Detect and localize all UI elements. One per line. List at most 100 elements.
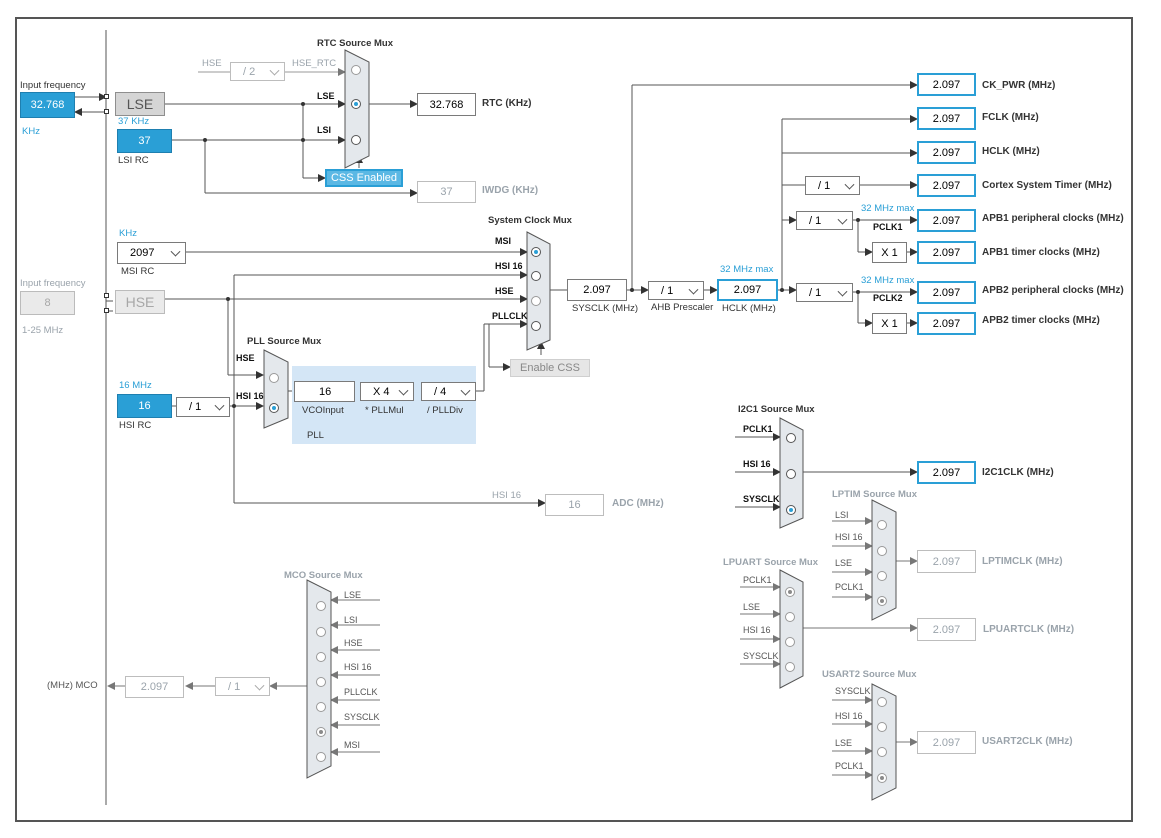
msi-range-select[interactable]: 2097 (117, 242, 186, 264)
pll-mux-title: PLL Source Mux (247, 336, 322, 347)
hse-oscillator: HSE (115, 290, 165, 314)
i2c1-source-sysclk-radio[interactable] (786, 505, 796, 515)
lpuart-source-sysclk-radio[interactable] (785, 662, 795, 672)
pll-vco-input-value: 16 (294, 381, 355, 402)
apb1-peripheral-value[interactable]: 2.097 (917, 209, 976, 232)
apb2-prescaler-select[interactable]: / 1 (796, 283, 853, 302)
rtc-source-hse-radio[interactable] (351, 65, 361, 75)
apb1-prescaler-select[interactable]: / 1 (796, 211, 853, 230)
usart2-source-hsi16-radio[interactable] (877, 722, 887, 732)
fclk-value[interactable]: 2.097 (917, 107, 976, 130)
i2c1-input-pclk1: PCLK1 (743, 424, 773, 434)
sysclk-hsi16-label: HSI 16 (495, 261, 523, 271)
chevron-down-icon (837, 286, 848, 297)
ahb-prescaler-label: AHB Prescaler (651, 302, 714, 313)
enable-css-button[interactable]: Enable CSS (510, 359, 590, 377)
pll-vco-input-label: VCOInput (302, 405, 344, 416)
lpuart-mux-title: LPUART Source Mux (723, 557, 819, 568)
ck-pwr-value[interactable]: 2.097 (917, 73, 976, 96)
mco-source-sysclk-radio[interactable] (316, 727, 326, 737)
rtc-hse-divider-select[interactable]: / 2 (230, 62, 285, 81)
usart2-frequency-value: 2.097 (917, 731, 976, 754)
apb1-timer-value[interactable]: 2.097 (917, 241, 976, 264)
mco-input-hsi16: HSI 16 (344, 662, 372, 672)
mco-divider-select[interactable]: / 1 (215, 677, 270, 696)
rtc-source-lse-radio[interactable] (351, 99, 361, 109)
pll-mul-select[interactable]: X 4 (360, 382, 414, 401)
hsi-divider-value: / 1 (189, 401, 202, 413)
usart2-source-lse-radio[interactable] (877, 747, 887, 757)
lptim-frequency-value: 2.097 (917, 550, 976, 573)
mco-input-hse: HSE (344, 638, 363, 648)
usart2-source-pclk1-radio[interactable] (877, 773, 887, 783)
lptim-source-hsi16-radio[interactable] (877, 546, 887, 556)
pll-source-hse-radio[interactable] (269, 373, 279, 383)
chevron-down-icon (269, 65, 280, 76)
mco-input-lse: LSE (344, 590, 362, 600)
i2c1-frequency-value[interactable]: 2.097 (917, 461, 976, 484)
sysclk-frequency-value: 2.097 (567, 279, 627, 301)
usart2-frequency-label: USART2CLK (MHz) (982, 736, 1073, 747)
mco-source-lse-radio[interactable] (316, 601, 326, 611)
sysclk-mux-title: System Clock Mux (488, 215, 572, 226)
hclk-frequency-input[interactable]: 2.097 (717, 279, 778, 301)
lptim-source-pclk1-radio[interactable] (877, 596, 887, 606)
lpuart-source-hsi16-radio[interactable] (785, 637, 795, 647)
mco-source-msi-radio[interactable] (316, 752, 326, 762)
mco-source-lsi-radio[interactable] (316, 627, 326, 637)
usart2-source-sysclk-radio[interactable] (877, 697, 887, 707)
lse-frequency-input[interactable]: 32.768 (20, 92, 75, 118)
i2c1-source-pclk1-radio[interactable] (786, 433, 796, 443)
cortex-timer-divider-select[interactable]: / 1 (805, 176, 860, 195)
chevron-down-icon (844, 179, 855, 190)
cortex-timer-value[interactable]: 2.097 (917, 174, 976, 197)
usart2-mux-shape (871, 683, 897, 801)
msi-unit-label: KHz (119, 228, 137, 239)
pll-panel (292, 366, 476, 444)
apb2-peripheral-label: APB2 peripheral clocks (MHz) (982, 285, 1124, 296)
hclk-max-label: 32 MHz max (720, 264, 774, 275)
mco-source-pllclk-radio[interactable] (316, 702, 326, 712)
lptim-mux-title: LPTIM Source Mux (832, 489, 917, 500)
lptim-source-lsi-radio[interactable] (877, 520, 887, 530)
mco-source-hse-radio[interactable] (316, 652, 326, 662)
i2c1-source-hsi16-radio[interactable] (786, 469, 796, 479)
hse-frequency-input[interactable]: 8 (20, 291, 75, 315)
pll-source-hsi16-radio[interactable] (269, 403, 279, 413)
hclk-out-value[interactable]: 2.097 (917, 141, 976, 164)
sysclk-source-hsi16-radio[interactable] (531, 271, 541, 281)
hclk-frequency-label: HCLK (MHz) (722, 303, 776, 314)
hsi-divider-select[interactable]: / 1 (176, 397, 230, 417)
apb2-peripheral-value[interactable]: 2.097 (917, 281, 976, 304)
apb2-timer-value[interactable]: 2.097 (917, 312, 976, 335)
mco-source-hsi16-radio[interactable] (316, 677, 326, 687)
lpuart-source-lse-radio[interactable] (785, 612, 795, 622)
lptim-source-lse-radio[interactable] (877, 571, 887, 581)
lptim-frequency-label: LPTIMCLK (MHz) (982, 556, 1063, 567)
apb1-timer-multiplier: X 1 (872, 242, 907, 263)
lptim-mux-shape (871, 499, 897, 621)
sysclk-source-hse-radio[interactable] (531, 296, 541, 306)
ahb-prescaler-select[interactable]: / 1 (648, 281, 704, 300)
lsi-rc-label: LSI RC (118, 155, 149, 166)
sysclk-source-pllclk-radio[interactable] (531, 321, 541, 331)
apb1-prescaler-value: / 1 (809, 214, 822, 227)
chevron-down-icon (254, 680, 265, 691)
lpuart-source-pclk1-radio[interactable] (785, 587, 795, 597)
rtc-frequency-label: RTC (KHz) (482, 98, 532, 109)
css-enabled-button[interactable]: CSS Enabled (325, 169, 403, 187)
hsi-value: 16 (117, 394, 172, 418)
pll-div-select[interactable]: / 4 (421, 382, 476, 401)
rtc-source-lsi-radio[interactable] (351, 135, 361, 145)
apb2-timer-label: APB2 timer clocks (MHz) (982, 315, 1100, 326)
adc-frequency-value: 16 (545, 494, 604, 516)
i2c1-mux-title: I2C1 Source Mux (738, 404, 815, 415)
pclk2-label: PCLK2 (873, 293, 903, 303)
sysclk-source-msi-radio[interactable] (531, 247, 541, 257)
apb2-prescaler-value: / 1 (809, 286, 822, 299)
msi-rc-label: MSI RC (121, 266, 155, 277)
lptim-input-lse: LSE (835, 558, 853, 568)
cortex-timer-divider-value: / 1 (818, 179, 831, 192)
pll-hse-label: HSE (236, 353, 255, 363)
